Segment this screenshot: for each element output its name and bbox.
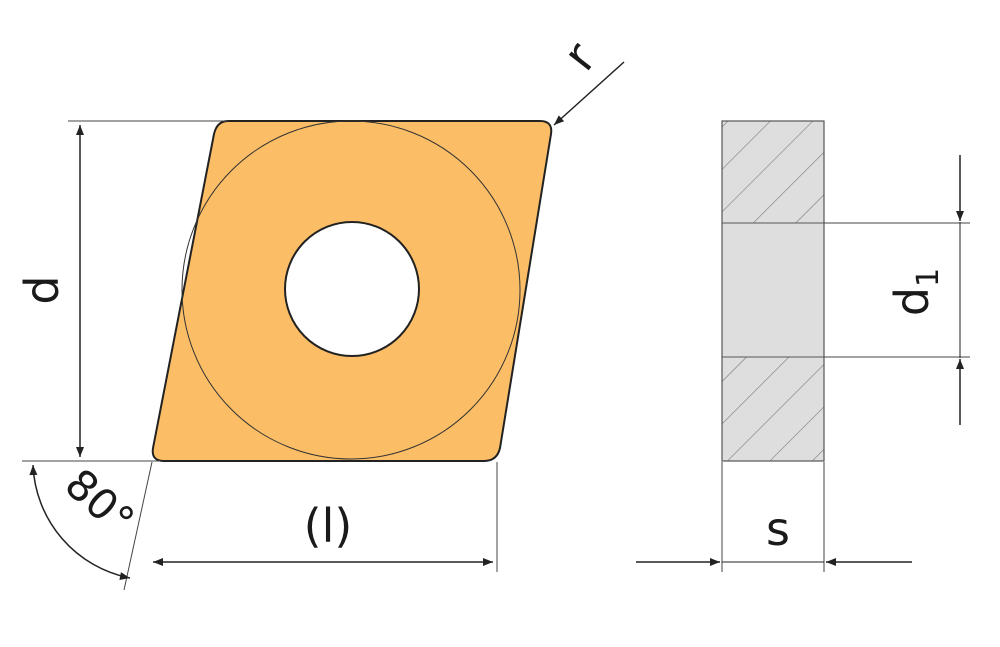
label-r: r xyxy=(552,32,606,80)
label-s: s xyxy=(766,502,790,556)
dimension-r: r xyxy=(552,32,625,126)
insert-side-view xyxy=(721,120,825,462)
dimension-d: d xyxy=(15,120,228,462)
label-d1-sub: 1 xyxy=(911,268,946,287)
label-l: (l) xyxy=(304,499,353,553)
hatch-bottom xyxy=(722,357,824,461)
label-d1: d1 xyxy=(885,268,946,316)
dimension-d1: d1 xyxy=(824,155,970,425)
hatch-top xyxy=(722,121,824,223)
label-d: d xyxy=(15,275,69,304)
center-hole xyxy=(284,221,420,357)
dimension-s: s xyxy=(636,462,912,572)
angle-80: 80° xyxy=(29,459,144,581)
label-d1-main: d xyxy=(885,287,939,316)
insert-front-view xyxy=(151,120,553,462)
dimension-l: (l) xyxy=(123,461,498,591)
inscribed-circle xyxy=(181,120,521,460)
label-angle: 80° xyxy=(56,459,144,545)
